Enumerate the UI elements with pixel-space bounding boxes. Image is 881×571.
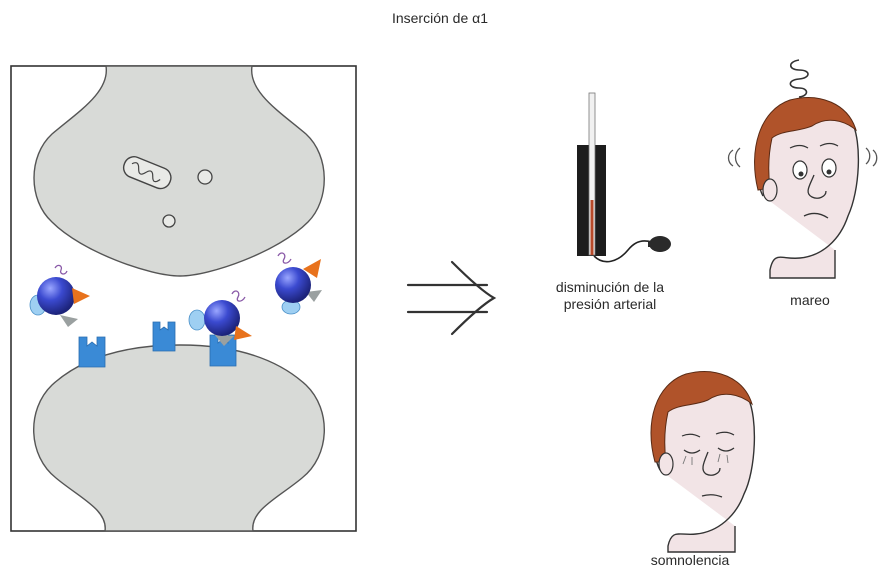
vesicle-icon <box>197 169 213 185</box>
drug-molecule-icon <box>275 252 322 315</box>
dizziness-label: mareo <box>790 292 830 308</box>
vesicle-icon <box>162 214 176 228</box>
receptor-icon <box>78 336 106 368</box>
sleepy-face-icon <box>650 371 756 553</box>
mitochondrion-icon <box>122 156 172 190</box>
drug-molecule-icon <box>29 264 90 327</box>
blood-pressure-label-line-2: presión arterial <box>563 296 657 312</box>
drug-molecule-icon <box>188 290 252 346</box>
dizzy-face-icon <box>727 59 878 279</box>
implies-arrow-icon <box>406 260 497 336</box>
drowsiness-label: somnolencia <box>650 552 730 568</box>
blood-pressure-label: disminución de la presión arterial <box>520 279 700 313</box>
synapse-panel <box>10 65 357 532</box>
presynaptic-terminal <box>33 65 325 277</box>
receptor-icon <box>152 321 176 352</box>
postsynaptic-terminal <box>33 344 325 532</box>
diagram-title: Inserción de α1 <box>391 10 489 26</box>
blood-pressure-label-line-1: disminución de la <box>555 279 665 295</box>
sphygmomanometer-icon <box>577 92 671 263</box>
